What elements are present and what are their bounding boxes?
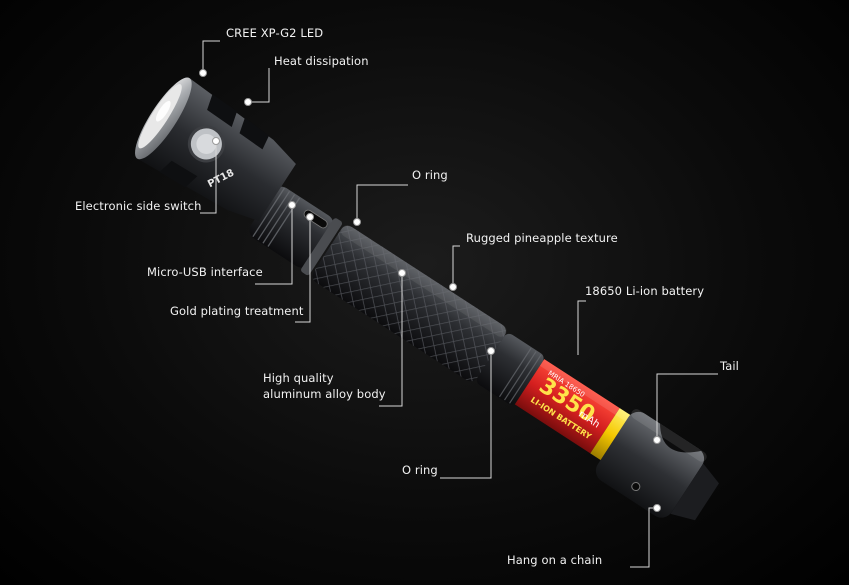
callout-o-ring-top: O ring — [412, 168, 448, 182]
plated-ring — [301, 218, 343, 276]
callout-heat: Heat dissipation — [274, 54, 369, 68]
leader-lines — [200, 40, 718, 568]
callout-o-ring-bottom: O ring — [402, 463, 438, 477]
knurl-texture — [312, 225, 506, 382]
callout-battery: 18650 Li-ion battery — [585, 284, 705, 298]
callout-gold: Gold plating treatment — [170, 304, 304, 318]
callout-tail: Tail — [720, 359, 739, 373]
callout-led: CREE XP-G2 LED — [226, 26, 324, 40]
cooling-fins — [159, 94, 269, 188]
lanyard-hole — [631, 482, 641, 492]
callout-body-line1: High quality — [263, 371, 334, 385]
flashlight-head: PT18 — [135, 77, 296, 221]
flashlight-body: 3350 mAh LI-ION BATTERY MRIA 18650 — [249, 186, 654, 472]
callout-usb: Micro-USB interface — [147, 265, 263, 279]
callout-body-line2: aluminum alloy body — [263, 387, 386, 401]
callout-chain: Hang on a chain — [507, 553, 603, 567]
tail-cap — [595, 409, 719, 521]
rear-collar — [476, 333, 544, 405]
callout-side-switch: Electronic side switch — [75, 199, 202, 213]
body-neck — [249, 186, 334, 268]
callout-pineapple: Rugged pineapple texture — [466, 231, 618, 245]
callout-dots — [199, 69, 661, 512]
